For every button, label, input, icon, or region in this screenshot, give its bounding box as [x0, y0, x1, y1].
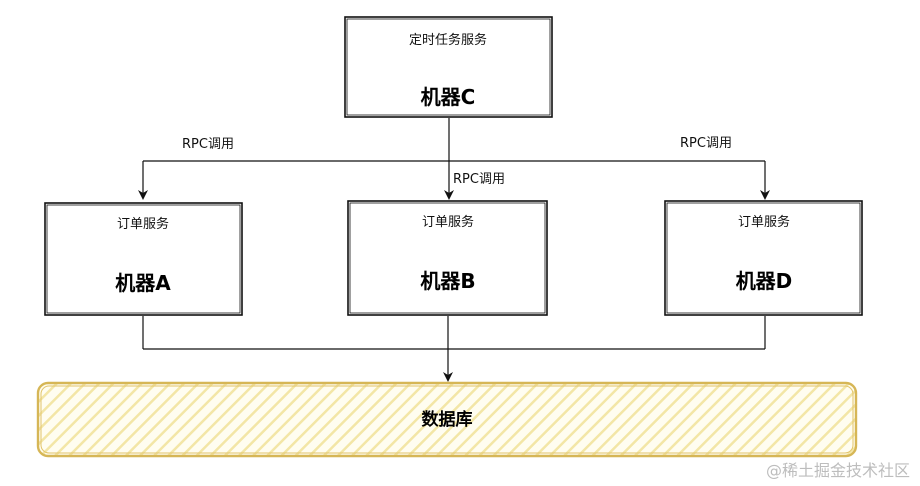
node-order-a-name: 机器A [115, 271, 171, 295]
connectors [138, 118, 770, 382]
node-order-a[interactable]: 订单服务 机器A [44, 202, 243, 316]
node-order-b[interactable]: 订单服务 机器B [347, 200, 548, 316]
edge-label-rpc-right: RPC调用 [680, 136, 732, 151]
node-order-b-title: 订单服务 [422, 214, 474, 230]
node-database[interactable]: 数据库 [36, 381, 858, 458]
node-scheduler-c[interactable]: 定时任务服务 机器C [344, 16, 553, 118]
edge-label-rpc-left: RPC调用 [182, 137, 234, 152]
node-order-d-title: 订单服务 [738, 214, 790, 230]
node-scheduler-name: 机器C [421, 85, 476, 109]
watermark: @稀土掘金技术社区 [766, 461, 910, 480]
node-scheduler-title: 定时任务服务 [409, 32, 487, 48]
node-order-a-title: 订单服务 [117, 216, 169, 232]
database-label: 数据库 [422, 409, 473, 430]
node-order-d[interactable]: 订单服务 机器D [664, 200, 863, 316]
node-order-b-name: 机器B [420, 269, 475, 293]
edge-label-rpc-middle: RPC调用 [453, 172, 505, 187]
node-order-d-name: 机器D [736, 269, 793, 293]
